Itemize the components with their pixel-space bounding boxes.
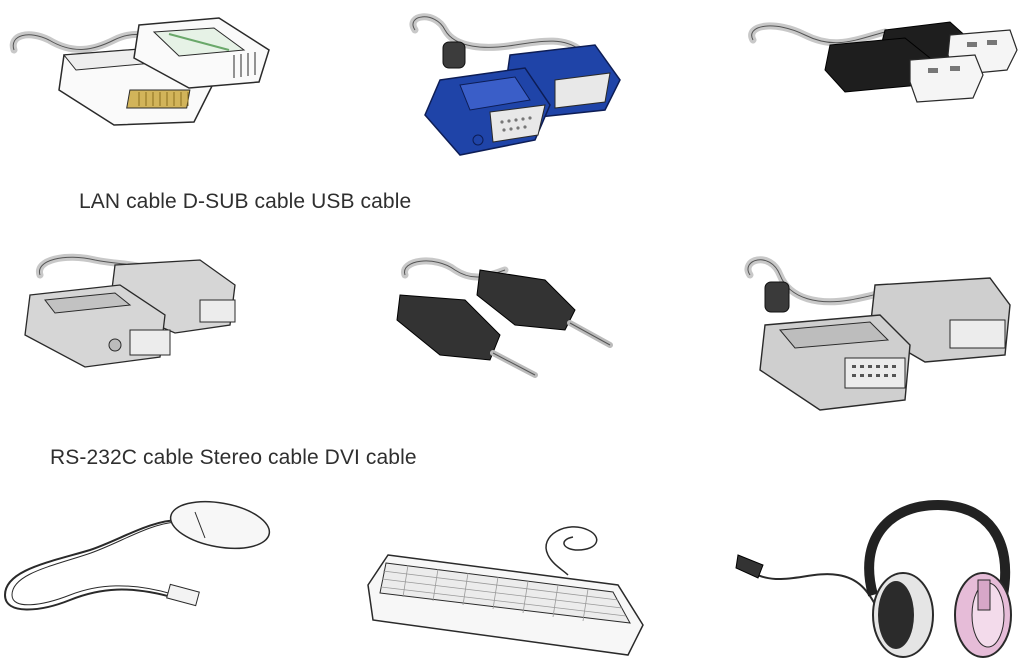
row2-caption: RS-232C cable Stereo cable DVI cable xyxy=(50,446,417,469)
mouse-image xyxy=(0,500,275,625)
stereo-cable-image xyxy=(395,255,625,385)
dsub-cable-image xyxy=(405,10,625,160)
headphones-image xyxy=(735,499,1018,660)
dvi-cable-image xyxy=(740,250,1020,415)
lan-cable-image xyxy=(4,10,270,126)
keyboard-image xyxy=(367,515,648,656)
rs232c-cable-image xyxy=(24,245,245,370)
row1-caption: LAN cable D-SUB cable USB cable xyxy=(79,190,412,213)
usb-cable-image xyxy=(745,10,1020,110)
